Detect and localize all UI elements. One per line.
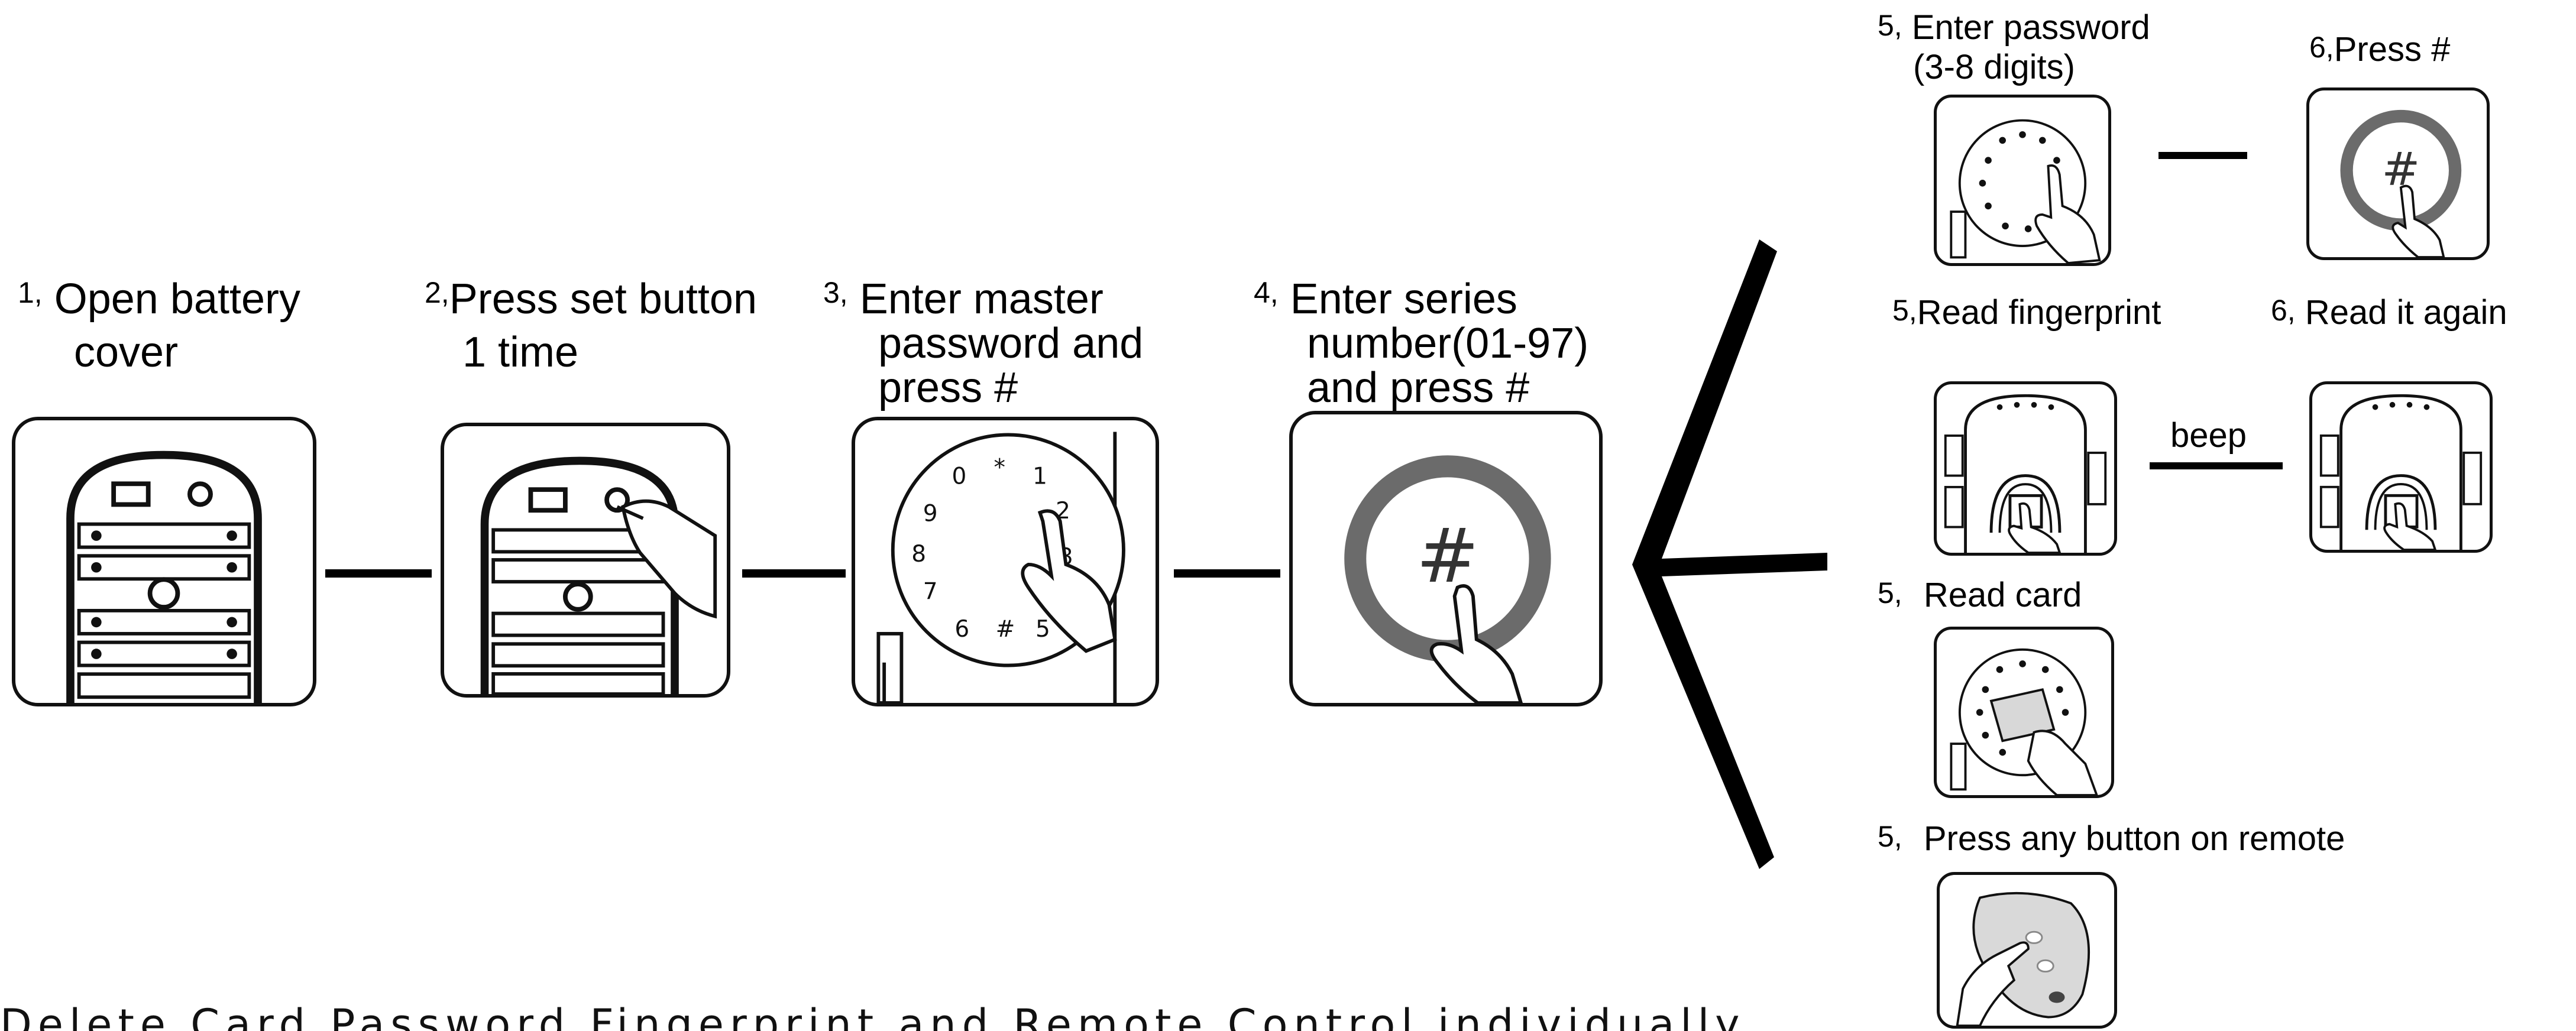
- step1-label-line2: cover: [74, 329, 179, 376]
- keypad-illustration: 0 * 1 2 3 4 5 # 6 7 8 9: [876, 432, 1125, 703]
- keypad-digit-5: 5: [1035, 616, 1050, 643]
- option-fingerprint-step5-number: 5,: [1892, 294, 1917, 327]
- set-button-illustration: [480, 456, 717, 694]
- step4-label-line3: and press #: [1307, 364, 1530, 411]
- connector-fingerprint-5-6: [2150, 462, 2283, 469]
- option-card-step5-number: 5,: [1878, 576, 1902, 609]
- connector-1-2: [325, 569, 432, 578]
- keypad-digit-8: 8: [911, 541, 926, 568]
- option-fingerprint-step6-number: 6,: [2271, 294, 2296, 327]
- step4-number: 4,: [1254, 276, 1279, 309]
- hash-symbol: #: [1416, 512, 1479, 599]
- step4-label-line2: number(01-97): [1307, 320, 1589, 367]
- option-password-step6-text: Press #: [2334, 30, 2451, 69]
- keypad-digit-hash: #: [996, 616, 1015, 643]
- step3-label-line3: press #: [878, 364, 1018, 411]
- option-fingerprint-read-panel: [1934, 381, 2117, 556]
- step4-line1: Enter series: [1290, 275, 1517, 323]
- fingerprint-reader-illustration: [1944, 394, 2107, 553]
- connector-password-5-6: [2158, 152, 2247, 159]
- step3-number: 3,: [823, 276, 848, 309]
- option-remote-step5-text: Press any button on remote: [1923, 819, 2345, 858]
- step2-label: 2,Press set button: [425, 278, 757, 320]
- step3-label-line2: password and: [878, 320, 1144, 367]
- keypad-digit-7: 7: [923, 578, 938, 605]
- option-password-step5-text: Enter password: [1911, 8, 2150, 47]
- step2-set-button-panel: [441, 423, 730, 698]
- step3-line1: Enter master: [859, 275, 1103, 323]
- keypad-digit-0: 0: [952, 463, 967, 489]
- step3-keypad-panel: 0 * 1 2 3 4 5 # 6 7 8 9: [852, 417, 1159, 706]
- option-fingerprint-step5-label: 5,Read fingerprint: [1892, 296, 2161, 330]
- option-password-step5-number: 5,: [1878, 9, 1902, 42]
- option-remote-step5-label: 5, Press any button on remote: [1878, 822, 2345, 856]
- fingerprint-again-illustration: [2319, 394, 2483, 550]
- option-fingerprint-step6-label: 6, Read it again: [2271, 296, 2507, 330]
- keypad-digit-9: 9: [923, 501, 938, 527]
- step2-number: 2,: [425, 276, 449, 309]
- footer-cutoff-text: Delete Card Password Fingerprint and Rem…: [0, 1005, 1952, 1031]
- option-password-step5-label: 5, Enter password: [1878, 11, 2150, 45]
- small-hash-illustration: #: [2340, 109, 2462, 257]
- option-card-step5-label: 5, Read card: [1878, 578, 2082, 612]
- connector-3-4: [1174, 569, 1280, 578]
- step1-battery-panel: [12, 417, 316, 706]
- step1-number: 1,: [18, 276, 43, 309]
- option-password-keypad-panel: [1934, 95, 2111, 266]
- option-password-step6-label: 6,Press #: [2309, 33, 2450, 67]
- option-card-step5-text: Read card: [1923, 576, 2082, 614]
- option-remote-step5-number: 5,: [1878, 820, 1902, 853]
- option-password-step5-sub: (3-8 digits): [1913, 48, 2075, 86]
- step4-hash-panel: #: [1289, 411, 1603, 706]
- option-password-hash-panel: #: [2306, 87, 2490, 260]
- option-card-panel: [1934, 627, 2114, 798]
- remote-control-illustration: [1956, 891, 2090, 1026]
- footer-cutoff-text-content: Delete Card Password Fingerprint and Rem…: [0, 1005, 1746, 1031]
- option-fingerprint-step6-text: Read it again: [2305, 293, 2507, 332]
- connector-2-3: [742, 569, 846, 578]
- step1-line1: Open battery: [54, 275, 300, 323]
- battery-compartment-illustration: [66, 450, 262, 703]
- step1-label: 1, Open battery: [18, 278, 300, 320]
- option-remote-panel: [1937, 872, 2117, 1029]
- option-fingerprint-step5-text: Read fingerprint: [1917, 293, 2161, 332]
- step2-line1: Press set button: [449, 275, 757, 323]
- beep-connector-label: beep: [2170, 416, 2247, 455]
- step4-label: 4, Enter series: [1254, 278, 1517, 320]
- small-keypad-illustration: [1950, 119, 2101, 263]
- hash-ring-illustration: #: [1344, 455, 1551, 703]
- card-reader-illustration: [1950, 648, 2098, 795]
- keypad-digit-1: 1: [1033, 463, 1047, 489]
- step3-label: 3, Enter master: [823, 278, 1103, 320]
- option-password-step6-number: 6,: [2309, 31, 2334, 64]
- keypad-digit-6: 6: [954, 616, 969, 643]
- option-fingerprint-again-panel: [2309, 381, 2493, 553]
- step2-label-line2: 1 time: [462, 329, 579, 376]
- keypad-digit-star: *: [993, 455, 1005, 481]
